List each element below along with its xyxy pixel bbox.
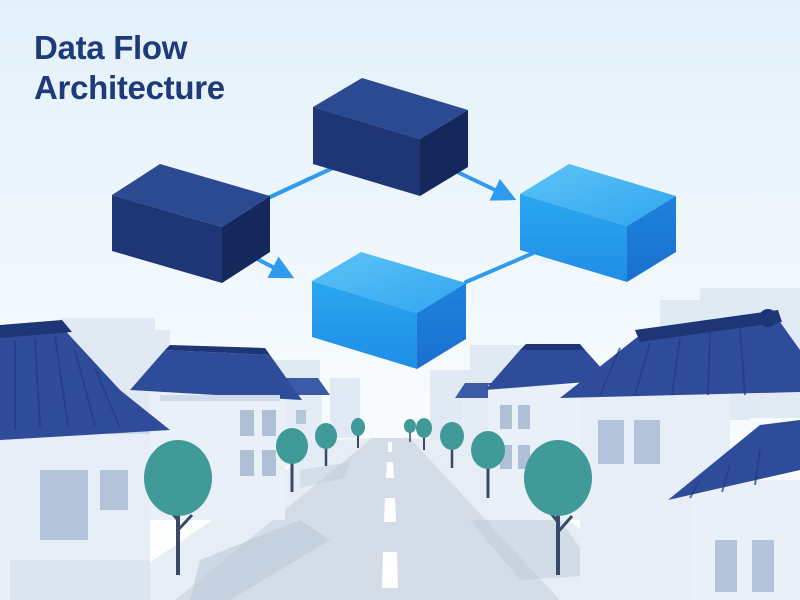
page-title: Data Flow Architecture <box>34 28 225 108</box>
building-left-near <box>0 320 170 600</box>
title-line-2: Architecture <box>34 69 225 106</box>
building-right-corner <box>668 420 800 600</box>
tree-right-3 <box>440 422 464 468</box>
lane-markings <box>382 442 398 588</box>
node-top <box>313 78 468 196</box>
tree-right-5 <box>404 419 416 442</box>
tree-right-1 <box>524 440 592 575</box>
tree-left-3 <box>315 423 337 466</box>
node-left <box>112 164 270 283</box>
tree-right-2 <box>471 431 505 498</box>
tree-left-4 <box>351 418 365 448</box>
title-line-1: Data Flow <box>34 29 188 66</box>
node-bottom <box>312 252 466 369</box>
node-right <box>520 164 676 282</box>
tree-left-1 <box>144 440 212 575</box>
tree-right-4 <box>416 418 432 450</box>
tree-left-2 <box>276 428 308 492</box>
